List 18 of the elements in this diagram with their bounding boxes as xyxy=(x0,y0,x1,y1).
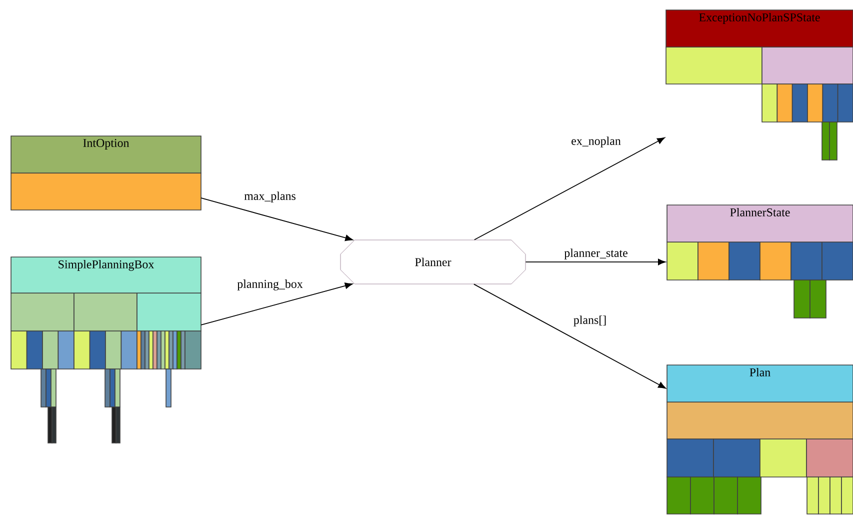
edge-label: plans[] xyxy=(572,314,608,328)
arrow xyxy=(200,282,353,326)
struct-block: SimplePlanningBox xyxy=(10,256,202,444)
edge-label: ex_noplan xyxy=(570,136,622,148)
struct-block: PlannerState xyxy=(666,204,853,318)
octagon-node: Planner xyxy=(340,240,526,284)
arrow xyxy=(200,198,353,242)
node-label: Plan xyxy=(750,368,770,376)
struct-block: Plan xyxy=(666,364,853,514)
arrow xyxy=(474,137,665,240)
arrow xyxy=(525,258,666,266)
node-label: IntOption xyxy=(83,138,130,150)
edge-label: planner_state xyxy=(563,248,629,260)
struct-block: IntOption xyxy=(10,136,202,210)
arrow xyxy=(473,284,666,389)
struct-block: ExceptionNoPlanSPState xyxy=(666,10,853,160)
edge-label: max_plans xyxy=(243,190,297,204)
edge-label: planning_box xyxy=(236,278,304,292)
